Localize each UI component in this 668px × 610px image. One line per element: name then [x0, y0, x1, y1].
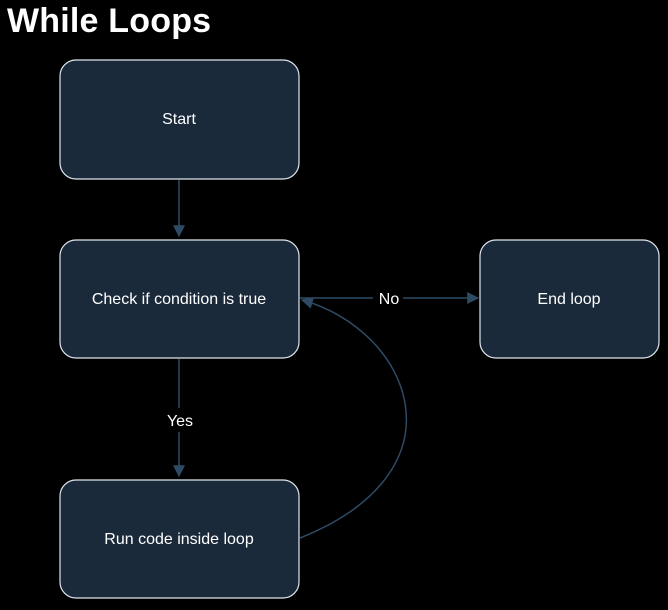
- node-end-loop-label: End loop: [537, 291, 600, 308]
- diagram-title: While Loops: [7, 2, 212, 40]
- node-run-code[interactable]: Run code inside loop: [59, 479, 300, 599]
- node-check-condition[interactable]: Check if condition is true: [59, 239, 300, 359]
- edge-check-to-run: Yes: [164, 359, 196, 478]
- node-check-condition-label: Check if condition is true: [92, 291, 266, 308]
- edge-label-no-bg: [373, 287, 403, 309]
- edge-check-to-end: No: [300, 287, 480, 309]
- edge-label-no: No: [379, 291, 400, 308]
- edge-label-yes-bg: [164, 408, 196, 432]
- node-start-label: Start: [162, 111, 196, 128]
- node-run-code-label: Run code inside loop: [104, 531, 254, 548]
- edge-label-yes: Yes: [167, 413, 193, 430]
- node-end-loop[interactable]: End loop: [479, 239, 660, 359]
- node-start[interactable]: Start: [59, 59, 300, 180]
- edge-run-to-check: [299, 297, 408, 539]
